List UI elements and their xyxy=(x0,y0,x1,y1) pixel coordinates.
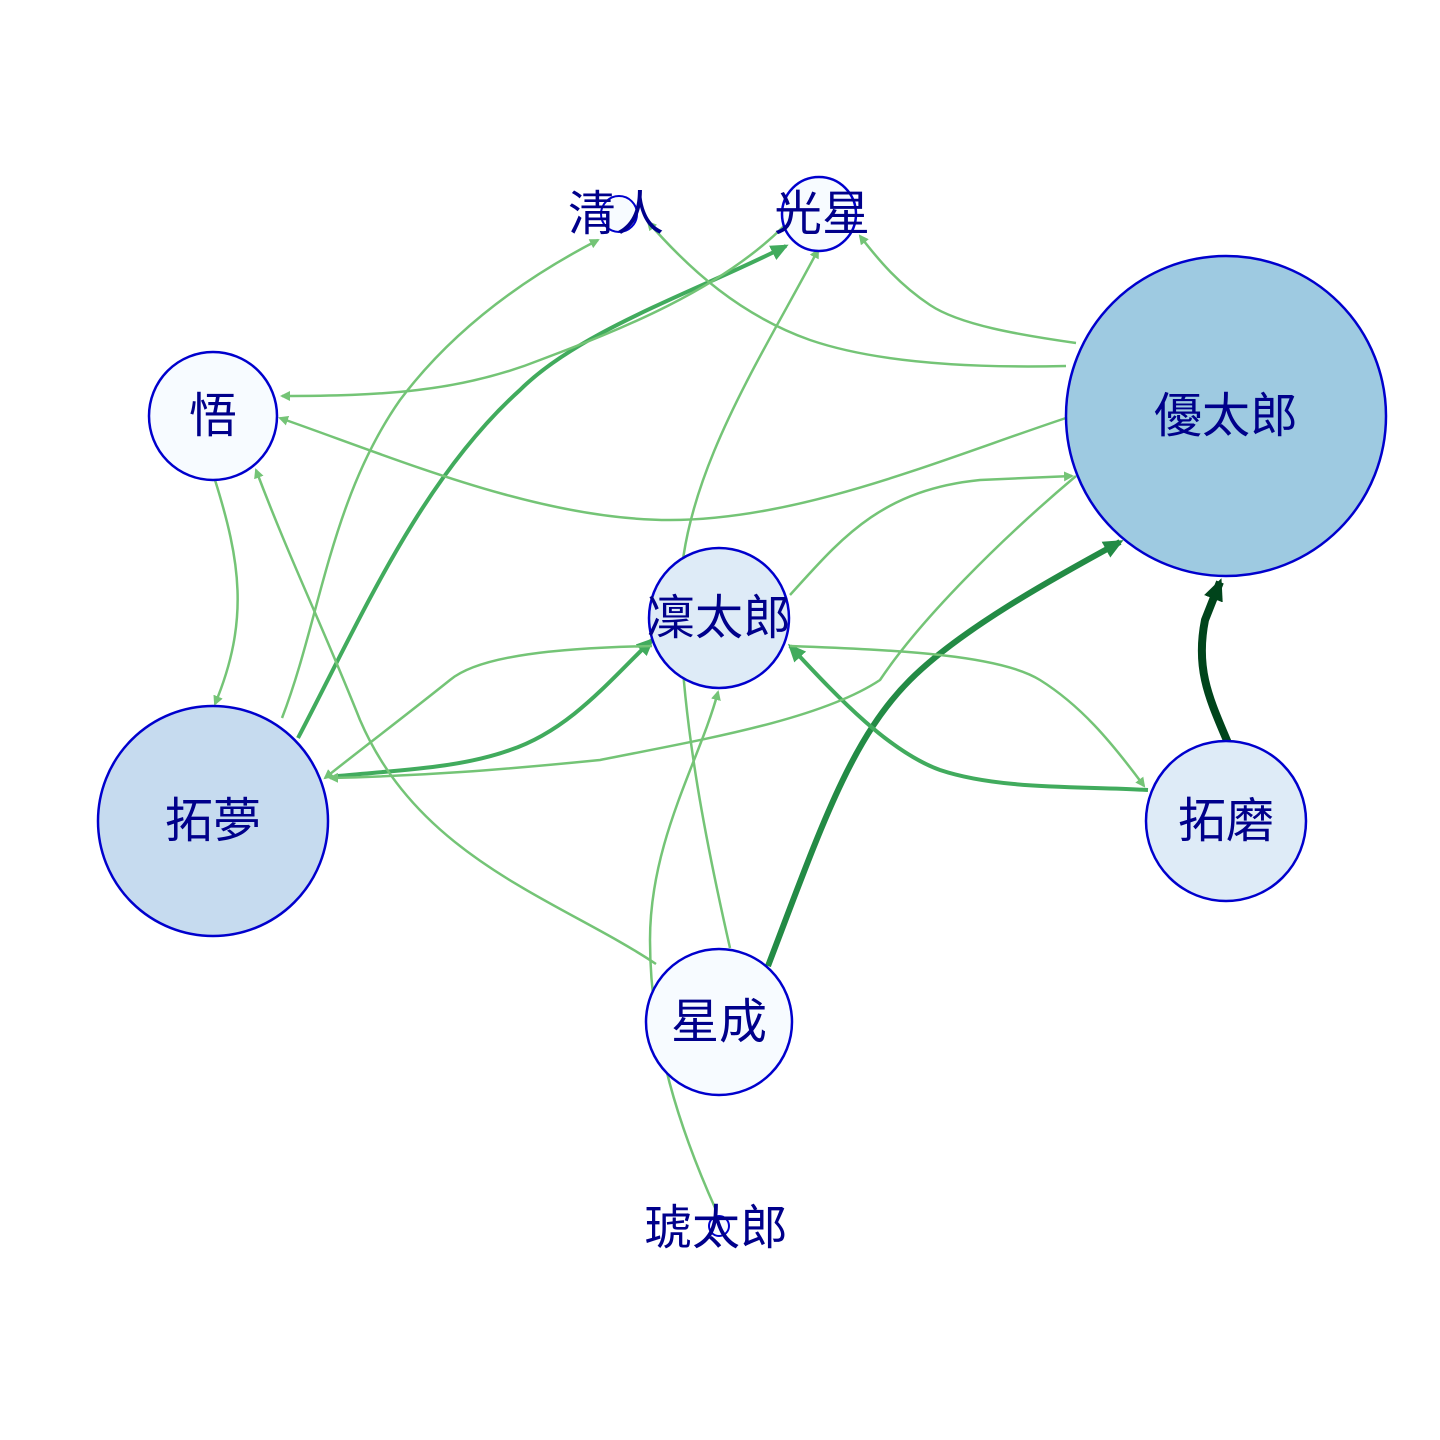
edge-seisei-yutaro xyxy=(765,539,1124,968)
node-circle xyxy=(647,546,791,690)
node-kotaro[interactable]: 琥太郎 xyxy=(644,1200,788,1256)
node-circle xyxy=(708,1215,730,1237)
edge-yutaro-kiyoto xyxy=(646,220,1067,368)
node-label: 琥太郎 xyxy=(644,1200,788,1256)
node-label: 拓磨 xyxy=(1178,793,1274,849)
node-circle xyxy=(147,350,279,482)
edge-takumu-kosei xyxy=(296,244,789,739)
node-circle xyxy=(600,195,638,233)
edge-takuma-yutaro xyxy=(1197,578,1232,745)
node-satoru[interactable]: 悟 xyxy=(147,350,279,482)
edge-takumu-rintaro xyxy=(337,637,655,778)
node-label: 光星 xyxy=(774,186,870,242)
edge-kotaro-rintaro xyxy=(648,690,721,1211)
nodes: 優太郎 拓夢 凜太郎 拓磨 悟 星成 光星 清人 xyxy=(96,175,1388,1256)
node-kiyoto[interactable]: 清人 xyxy=(568,186,664,242)
node-kosei[interactable]: 光星 xyxy=(774,175,870,253)
edge-takuma-rintaro xyxy=(787,643,1149,792)
node-circle xyxy=(644,947,794,1097)
edge-yutaro-satoru xyxy=(278,415,1067,522)
edge-satoru-takumu xyxy=(213,479,239,706)
node-seisei[interactable]: 星成 xyxy=(644,947,794,1097)
node-circle xyxy=(780,175,858,253)
edge-rintaro-takumu xyxy=(323,644,653,780)
node-circle xyxy=(1064,254,1388,578)
edge-yutaro-takumu xyxy=(328,475,1077,783)
node-label: 清人 xyxy=(568,186,664,242)
edge-kosei-satoru xyxy=(280,225,785,401)
node-label: 優太郎 xyxy=(1154,388,1298,444)
edge-takumu-kiyoto xyxy=(280,238,600,719)
node-label: 悟 xyxy=(189,388,237,444)
edge-rintaro-yutaro xyxy=(789,471,1074,596)
node-takuma[interactable]: 拓磨 xyxy=(1144,739,1308,903)
node-circle xyxy=(96,704,330,938)
node-rintaro[interactable]: 凜太郎 xyxy=(647,546,791,690)
node-takumu[interactable]: 拓夢 xyxy=(96,704,330,938)
node-yutaro[interactable]: 優太郎 xyxy=(1064,254,1388,578)
edge-seisei-satoru xyxy=(254,468,657,966)
edge-rintaro-takuma xyxy=(789,644,1146,788)
node-circle xyxy=(1144,739,1308,903)
node-label: 星成 xyxy=(671,994,767,1050)
edge-yutaro-kosei xyxy=(858,234,1077,345)
node-label: 凜太郎 xyxy=(647,590,791,646)
node-label: 拓夢 xyxy=(165,793,261,849)
